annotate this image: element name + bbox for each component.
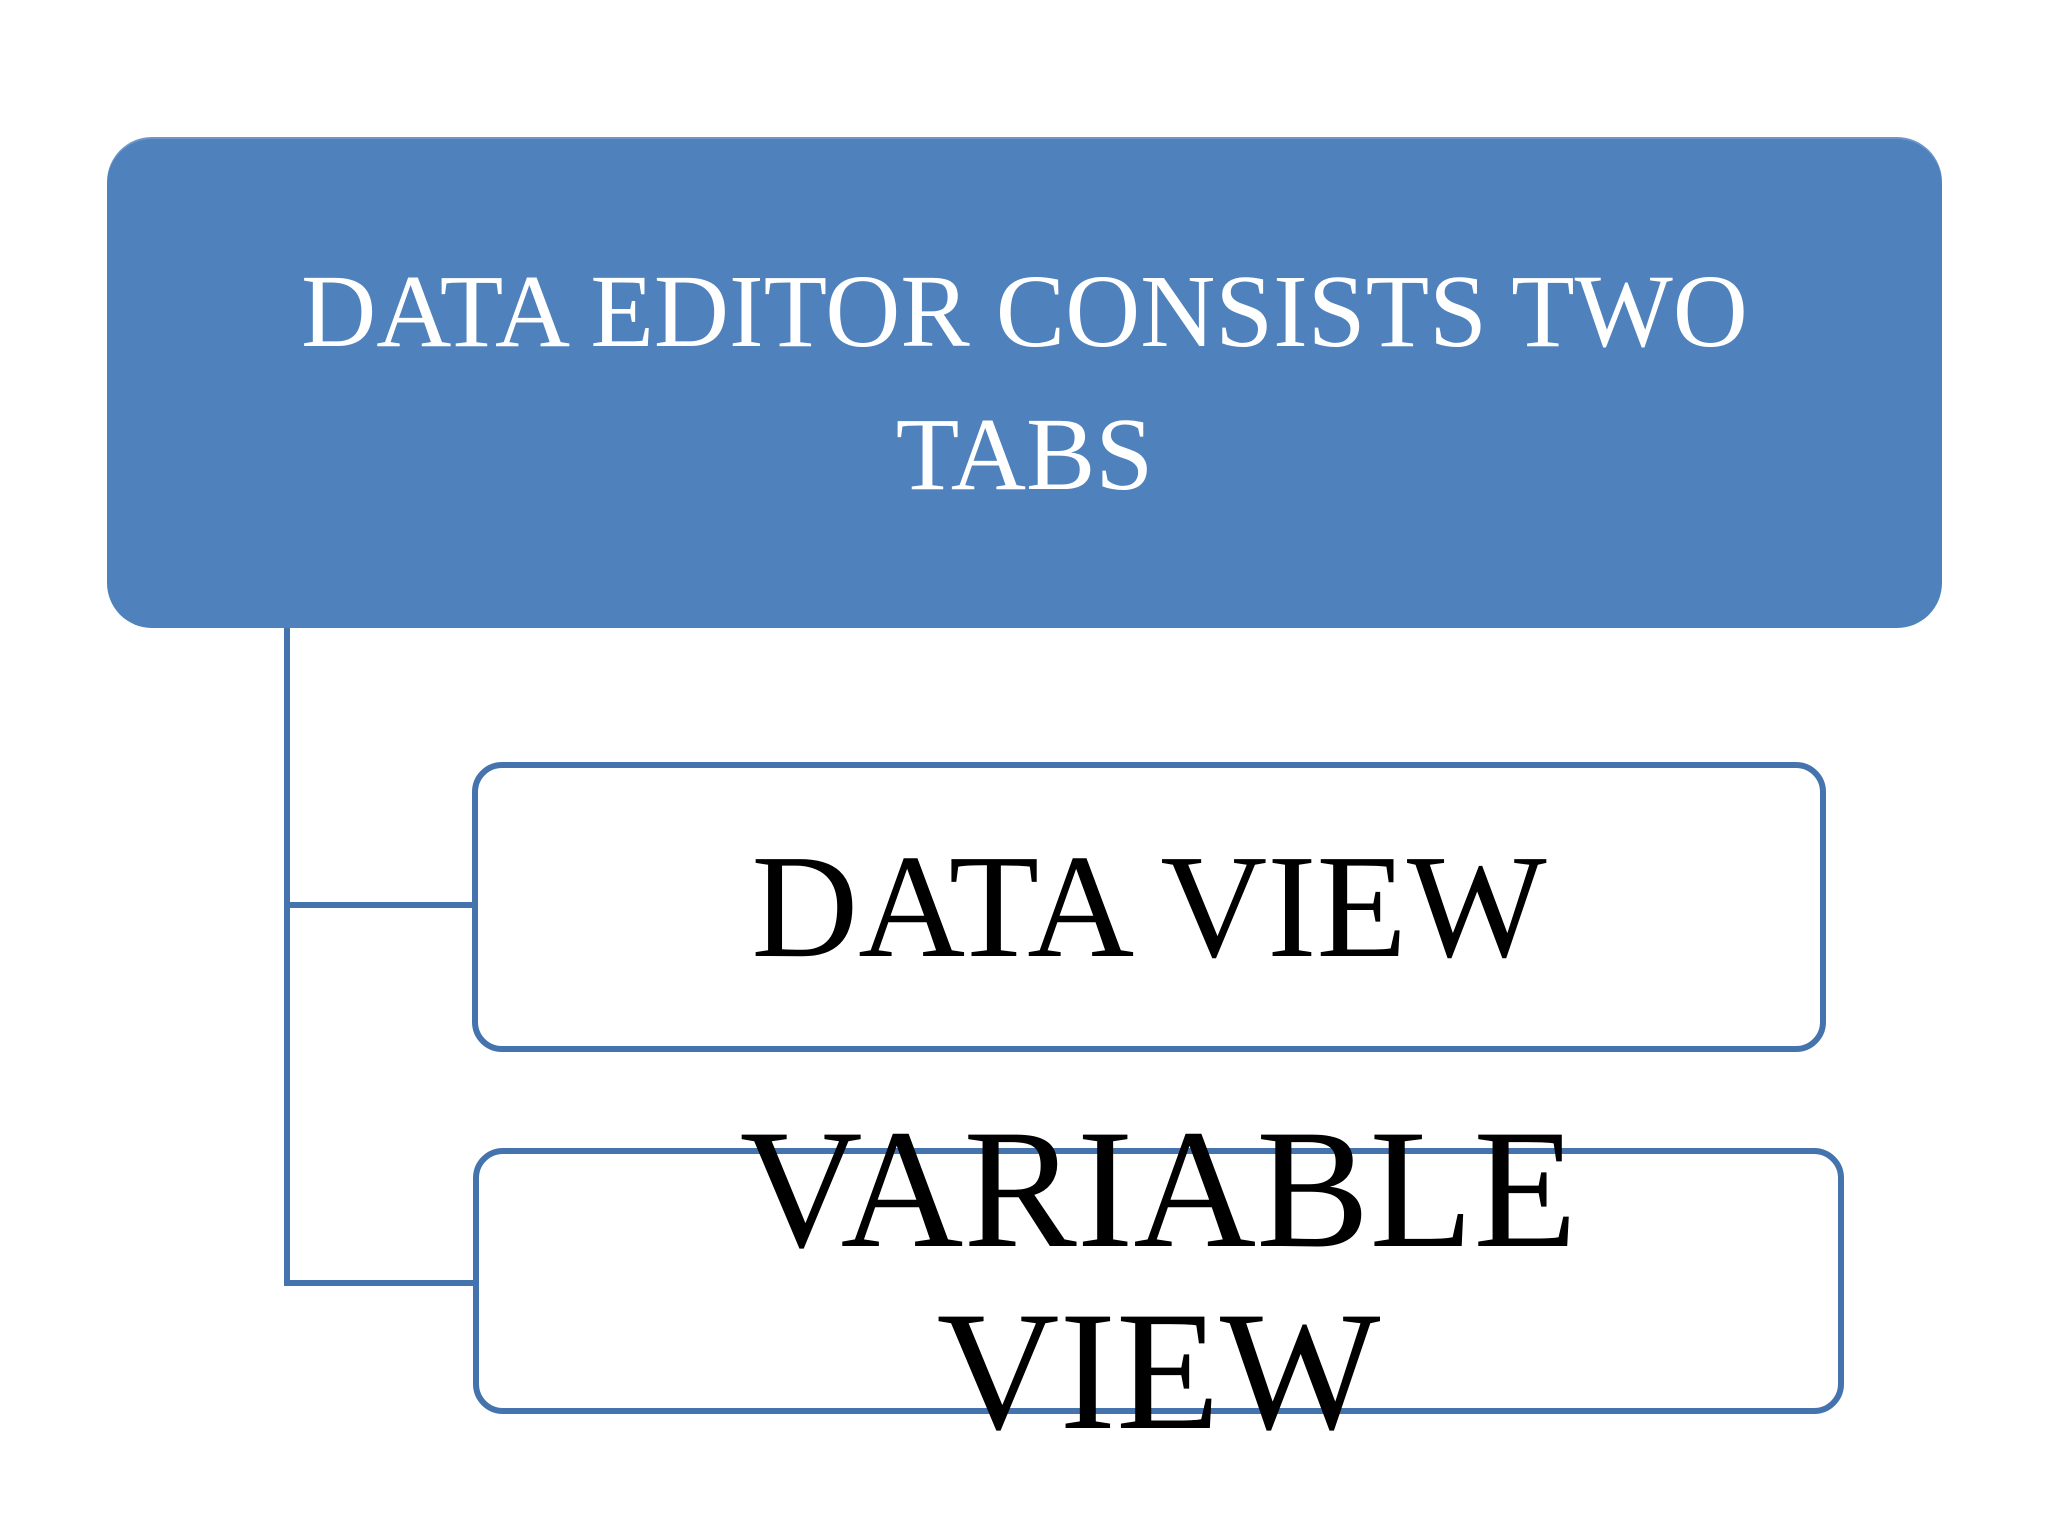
connector-branch-variable-view (287, 1280, 476, 1286)
child-node-variable-view: VARIABLE VIEW (473, 1098, 1844, 1462)
child-node-data-view: DATA VIEW (472, 762, 1826, 1052)
root-node-data-editor: DATA EDITOR CONSISTS TWO TABS (107, 137, 1942, 628)
connector-trunk-line (284, 628, 290, 1286)
variable-view-label: VARIABLE VIEW (739, 1095, 1578, 1465)
data-view-label: DATA VIEW (751, 824, 1547, 989)
connector-branch-data-view (287, 902, 475, 908)
root-node-label: DATA EDITOR CONSISTS TWO TABS (301, 253, 1748, 512)
